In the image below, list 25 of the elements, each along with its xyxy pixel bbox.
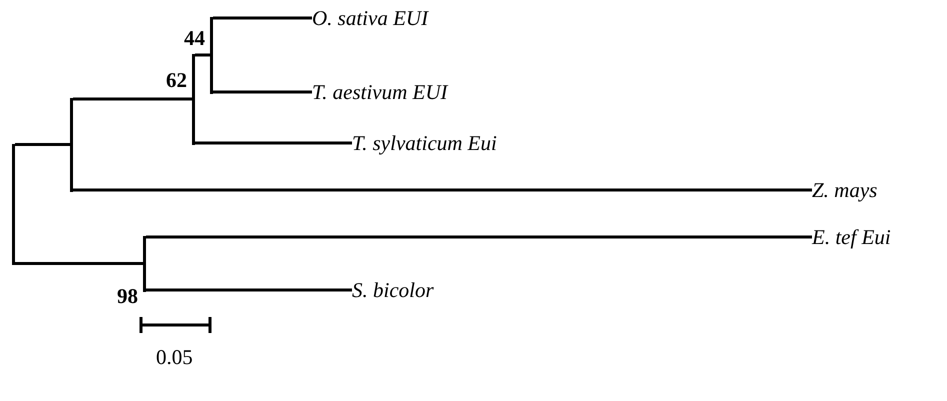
species-label: T. sylvaticum Eui bbox=[352, 131, 497, 155]
branch-line bbox=[195, 142, 352, 144]
node-bar bbox=[143, 236, 146, 292]
species-label: E. tef Eui bbox=[812, 225, 891, 249]
node-bar bbox=[192, 54, 195, 144]
branch-line bbox=[146, 288, 352, 292]
scale-label: 0.05 bbox=[156, 345, 193, 369]
branch-line bbox=[213, 90, 312, 94]
bootstrap-value: 98 bbox=[117, 284, 138, 308]
branch-line bbox=[213, 16, 312, 20]
node-bar bbox=[12, 144, 15, 264]
node-bar bbox=[70, 98, 73, 192]
node-bar bbox=[210, 16, 213, 94]
branch-line bbox=[73, 188, 812, 192]
species-label: Z. mays bbox=[812, 178, 878, 202]
species-label: S. bicolor bbox=[352, 278, 434, 302]
species-label: O. sativa EUI bbox=[312, 6, 428, 30]
branch-line bbox=[15, 143, 70, 146]
species-label: T. aestivum EUI bbox=[312, 80, 448, 104]
branch-line bbox=[73, 98, 192, 100]
bootstrap-value: 62 bbox=[166, 68, 187, 92]
branch-line bbox=[146, 236, 812, 238]
branch-line bbox=[15, 262, 143, 265]
branch-line bbox=[195, 54, 210, 56]
bootstrap-value: 44 bbox=[184, 26, 205, 50]
